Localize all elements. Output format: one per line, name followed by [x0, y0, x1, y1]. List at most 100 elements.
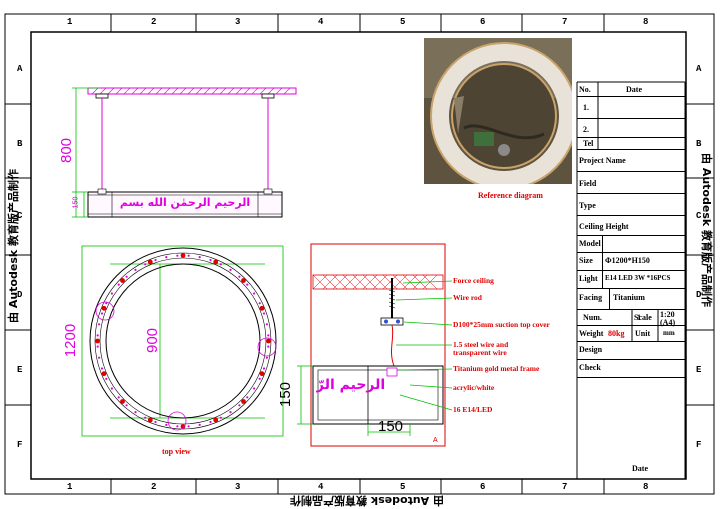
ring-pattern-dot — [265, 356, 268, 359]
ring-pattern-dot — [238, 275, 241, 278]
led-lamp-marker — [266, 338, 271, 344]
ring-pattern-dot — [110, 387, 113, 390]
elevation-panel-dim: 150 — [72, 196, 80, 209]
ring-inner-outer-edge — [99, 257, 267, 425]
steel-wire — [391, 324, 395, 367]
wire-rod-thread — [388, 289, 396, 309]
tb-model-row: Model — [577, 236, 685, 253]
section-note: 16 E14/LED — [453, 405, 493, 414]
tb-date-bottom: Date — [632, 464, 648, 473]
row-letter: F — [696, 440, 702, 450]
row-letter: B — [696, 139, 702, 149]
mount-point-marker — [95, 301, 115, 321]
column-number: 4 — [318, 482, 324, 492]
ring-pattern-dot — [258, 302, 261, 305]
ring-pattern-dot — [96, 334, 99, 337]
plan-outer-dim: 1200 — [62, 323, 80, 358]
elevation-view — [72, 87, 297, 218]
plan-dimension-box — [81, 245, 284, 437]
row-letter: D — [17, 290, 23, 300]
column-number: 2 — [151, 482, 157, 492]
connector-right — [263, 188, 273, 195]
title-block-grid — [576, 81, 686, 479]
column-number: 8 — [643, 17, 649, 27]
section-height-dim: 150 — [277, 381, 295, 408]
tb-facing-label: Facing — [579, 293, 603, 302]
reference-photo-image — [424, 38, 572, 184]
section-detail — [297, 243, 453, 447]
reference-photo — [424, 38, 572, 184]
ring-pattern-dot — [267, 334, 270, 337]
ring-pattern-dot — [262, 367, 266, 370]
ring-pattern-dot — [154, 258, 157, 262]
ring-pattern-dot — [258, 377, 261, 380]
ring-pattern-dot — [267, 345, 270, 348]
column-number: 7 — [562, 482, 568, 492]
tb-design: Design — [579, 345, 603, 354]
ring-pattern-dot — [219, 416, 222, 419]
tb-row2-label: 2. — [583, 125, 589, 134]
row-letter: E — [17, 365, 23, 375]
ring-pattern-dot — [253, 387, 256, 390]
ring-outer-edge — [89, 247, 277, 435]
tb-header-row: No. Date — [577, 82, 685, 97]
ring-pattern-dot — [165, 256, 168, 259]
tb-type: Type — [579, 201, 596, 210]
ring-pattern-dot — [154, 420, 157, 424]
row-letter: B — [17, 139, 23, 149]
column-number: 3 — [235, 482, 241, 492]
led-lamp-marker — [120, 278, 125, 283]
leader-lines — [395, 280, 453, 411]
ring-pattern-dot — [165, 423, 168, 426]
led-lamp-marker — [101, 371, 107, 377]
led-lamp-marker — [147, 417, 153, 423]
ring-pattern-dot — [187, 425, 190, 428]
row-letter: E — [696, 365, 702, 375]
tb-facing-row: Facing Titanium — [577, 289, 685, 310]
tb-scale-label: Scale — [634, 313, 652, 322]
tb-num-label: Num. — [583, 313, 602, 322]
tb-unit-label: Unit — [635, 329, 651, 338]
ring-pattern-dot — [125, 275, 128, 278]
tb-facing-value: Titanium — [613, 293, 645, 302]
tb-row-2: 2. — [577, 119, 685, 138]
tb-ceiling-row: Ceiling Height — [577, 216, 685, 236]
ceiling-slab-hatch — [312, 274, 438, 290]
tb-weight-label: Weight — [579, 329, 604, 338]
tb-size-value: Φ1200*H150 — [605, 256, 650, 265]
tb-num-value: 1 — [637, 313, 641, 322]
column-number: 1 — [67, 482, 73, 492]
section-note: 1.5 steel wire and transparent wire — [453, 340, 509, 357]
section-arabic-text: الرحيم الرّ — [316, 377, 386, 393]
ceiling-slab — [312, 274, 444, 290]
section-note: Force ceiling — [453, 276, 494, 285]
led-lamp-marker — [120, 399, 125, 404]
led-lamp-marker — [147, 259, 153, 265]
ring-pattern-dot — [253, 292, 256, 295]
section-dimension-lines — [297, 365, 411, 436]
ceiling-cap-left — [95, 93, 109, 99]
watermark-left: 由 Autodesk 教育版产品制作 — [7, 168, 20, 323]
ring-pattern-dot — [198, 423, 201, 426]
tb-scale-sheet: (A4) — [660, 318, 676, 327]
ring-pattern-dot — [105, 302, 108, 305]
row-letter: F — [17, 440, 23, 450]
tb-unit-value: mm — [663, 329, 675, 337]
tb-light-value: E14 LED 3W *16PCS — [605, 274, 671, 282]
watermark-bottom: 由 Autodesk 教育版产品制作 — [290, 494, 445, 507]
connector-left — [97, 188, 107, 195]
ring-pattern-dot — [100, 367, 104, 370]
led-lamp-marker — [213, 417, 219, 423]
ring-pattern-dot — [98, 323, 101, 326]
led-lamp-marker — [180, 424, 186, 429]
ring-pattern-dot — [229, 411, 232, 414]
ring-pattern-dot — [262, 312, 266, 315]
tb-row1-label: 1. — [583, 103, 589, 112]
row-letter: C — [17, 211, 23, 221]
ring-pattern-dot — [176, 254, 179, 257]
ring-pattern-dot — [98, 356, 101, 359]
led-lamp-marker — [213, 259, 219, 265]
lamp-holder-section — [386, 367, 398, 377]
tb-type-row: Type — [577, 194, 685, 216]
